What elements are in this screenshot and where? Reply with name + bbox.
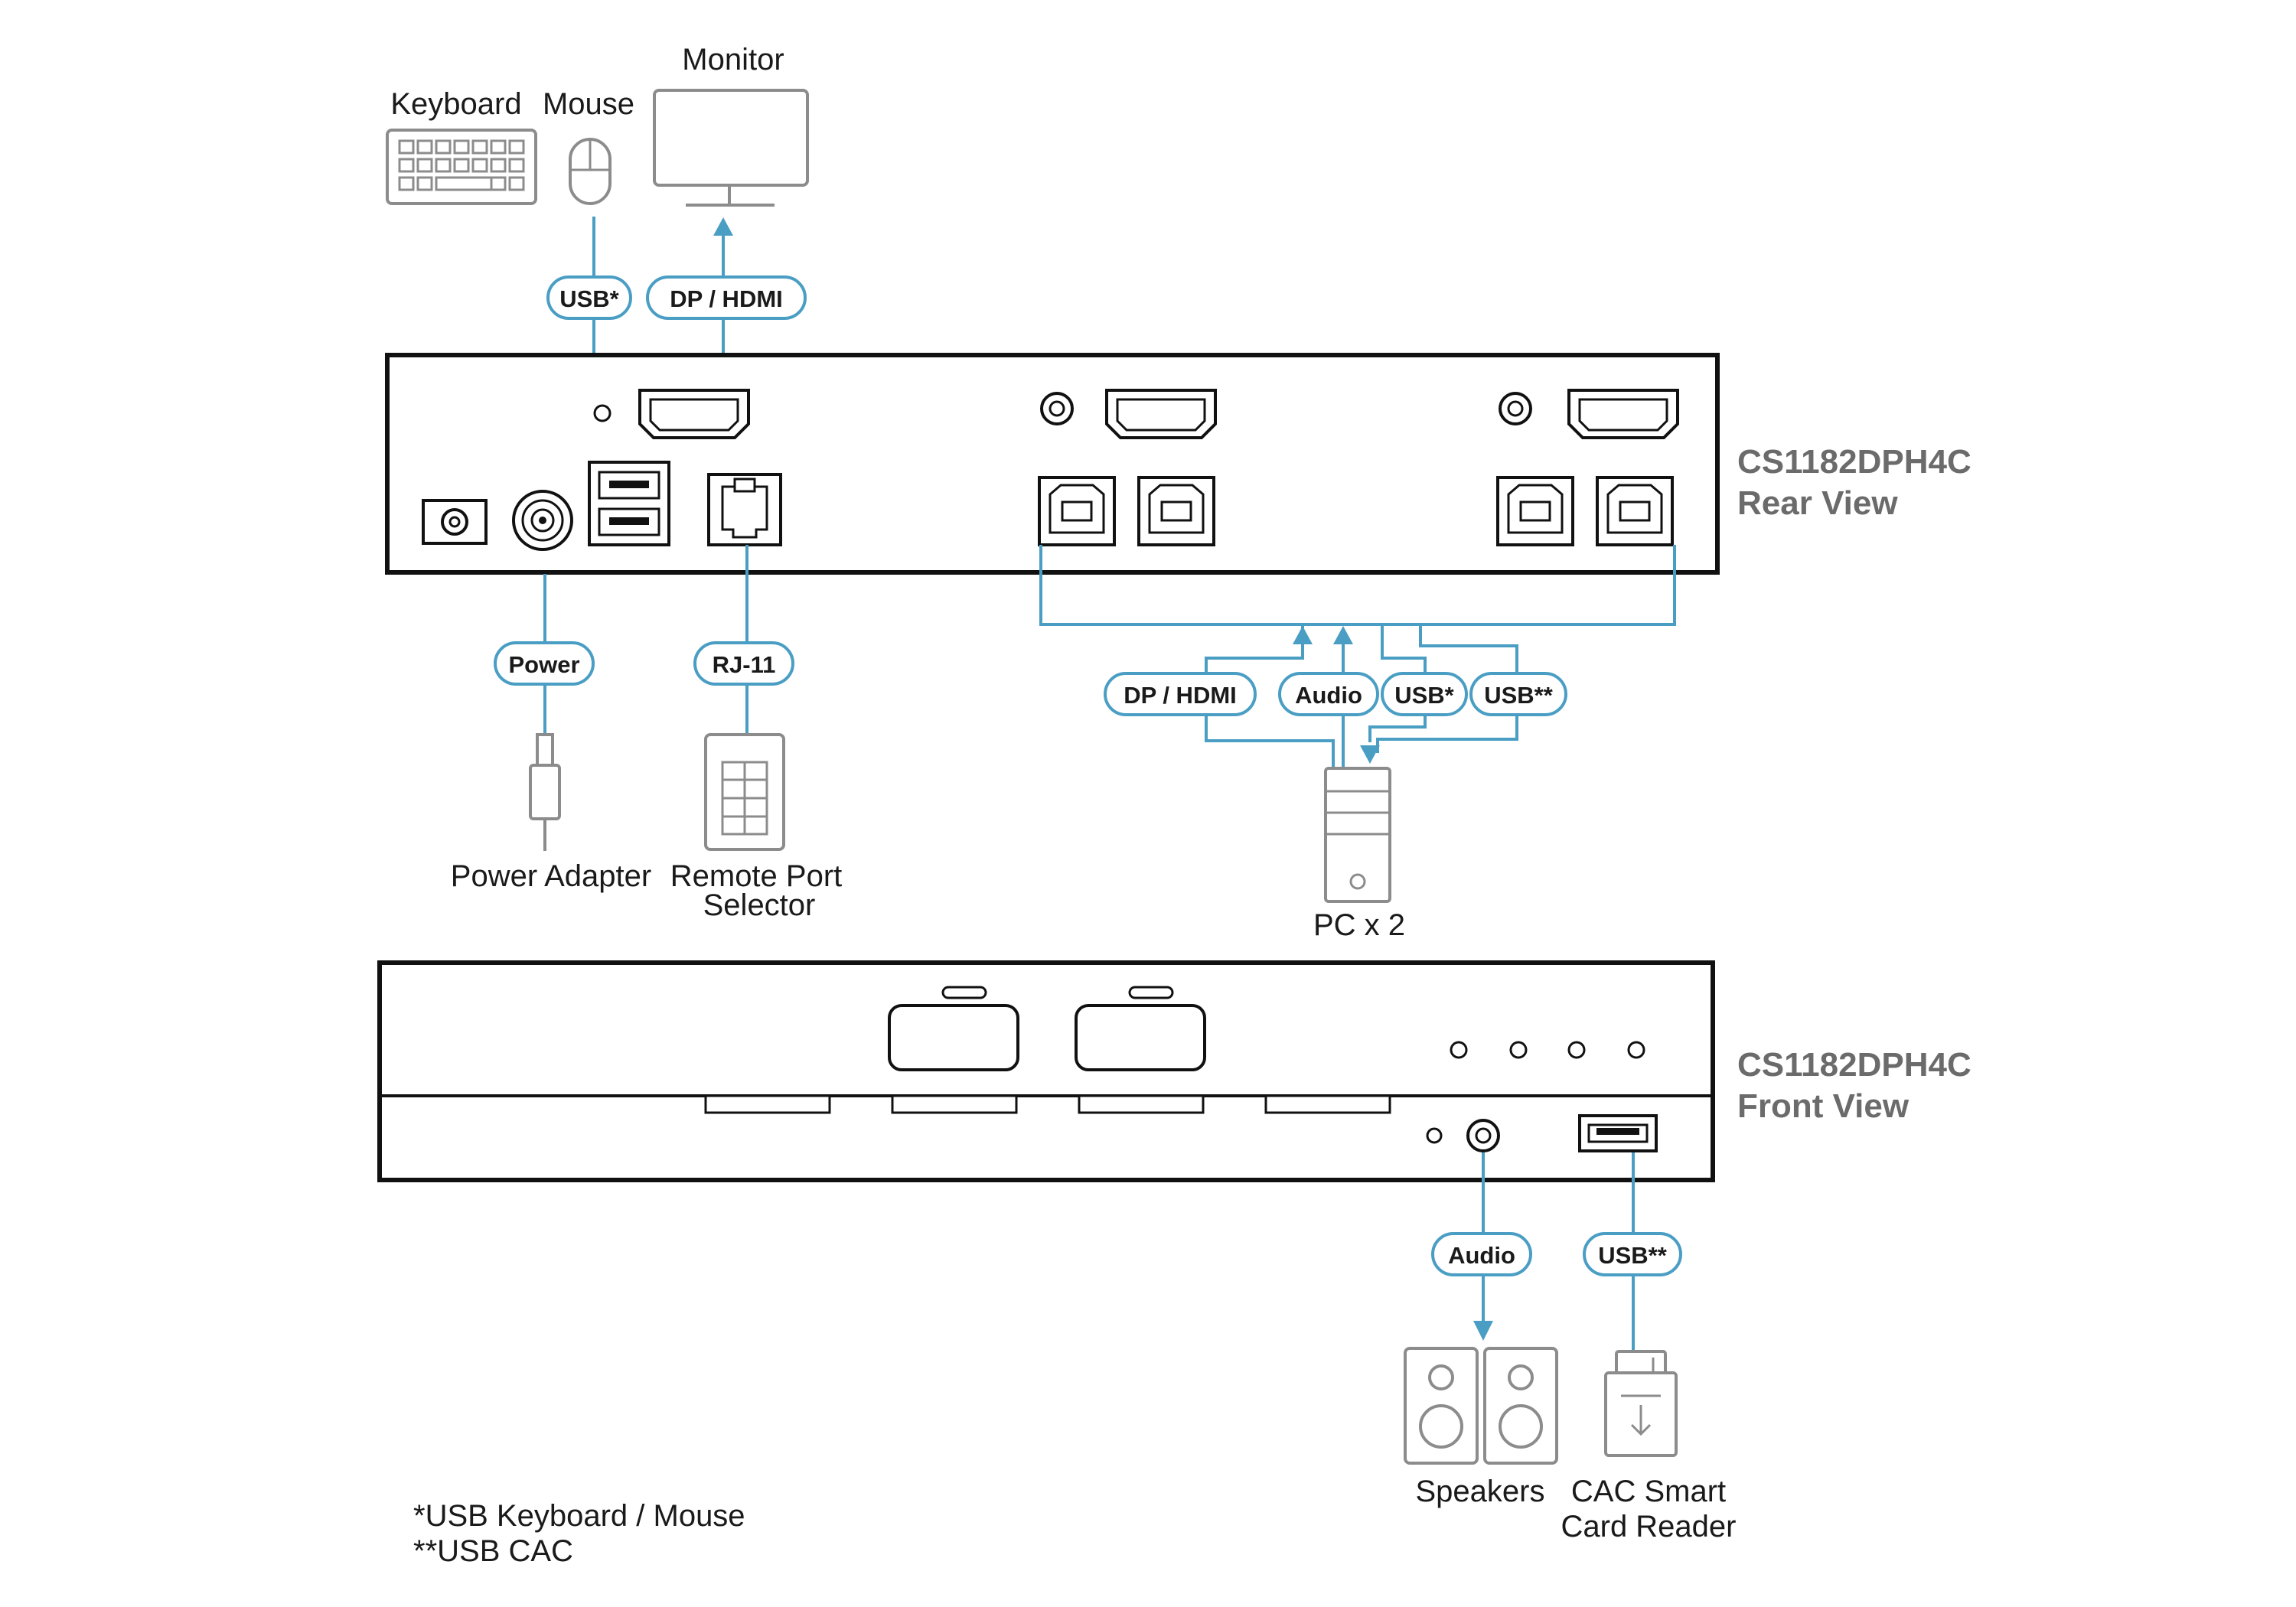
- pc-label: PC x 2: [1313, 908, 1405, 942]
- audio-front-pill: Audio: [1431, 1232, 1532, 1276]
- mouse-label: Mouse: [543, 87, 634, 121]
- front-view-model: CS1182DPH4C: [1737, 1046, 1971, 1084]
- dp-hdmi-top-pill: DP / HDMI: [646, 275, 807, 320]
- speakers-label: Speakers: [1416, 1475, 1545, 1508]
- front-led-3: [1567, 1041, 1586, 1059]
- usb-a-console-ports: [588, 461, 670, 546]
- cac-label-1: CAC Smart: [1571, 1475, 1726, 1508]
- pc2-usb-b-port-2: [1596, 476, 1674, 546]
- keyboard-device: [386, 129, 537, 205]
- front-view-unit: [377, 960, 1715, 1182]
- pc1-hdmi-port: [1105, 389, 1217, 439]
- front-tab-2: [891, 1094, 1018, 1114]
- power-adapter-device: [529, 733, 561, 851]
- usb-front-pill-label: USB**: [1598, 1242, 1668, 1269]
- rear-view-model: CS1182DPH4C: [1737, 443, 1971, 481]
- front-indicator: [1426, 1127, 1443, 1144]
- audio-front-pill-label: Audio: [1448, 1242, 1515, 1269]
- usb-cac-pc-pill-label: USB**: [1484, 682, 1554, 709]
- remote-port-selector-device: [704, 733, 785, 851]
- rj11-port: [707, 473, 782, 546]
- rear-view-title: Rear View: [1737, 484, 1898, 522]
- rj11-pill-label: RJ-11: [713, 651, 776, 678]
- pc1-usb-b-port-2: [1137, 476, 1215, 546]
- front-tab-3: [1078, 1094, 1205, 1114]
- front-tab-1: [704, 1094, 831, 1114]
- front-audio-jack: [1466, 1119, 1500, 1152]
- usb-kbm-pc-pill: USB*: [1381, 672, 1468, 716]
- front-usb-port: [1578, 1114, 1658, 1152]
- dc-jack: [512, 490, 573, 551]
- dp-hdmi-top-pill-label: DP / HDMI: [670, 285, 783, 312]
- pc2-audio-jack: [1499, 392, 1532, 425]
- rj11-pill: RJ-11: [693, 641, 794, 686]
- audio-front-arrow: [1473, 1321, 1493, 1341]
- usb-front-pill: USB**: [1583, 1232, 1682, 1276]
- speakers-device: [1404, 1347, 1558, 1465]
- pc1-usb-b-port-1: [1038, 476, 1116, 546]
- rear-indicator-1: [593, 404, 612, 422]
- monitor-label: Monitor: [682, 43, 784, 77]
- keyboard-label: Keyboard: [390, 87, 521, 121]
- usb-cac-pc-pill: USB**: [1469, 672, 1567, 716]
- remote-selector-label-2: Selector: [703, 888, 816, 922]
- power-socket: [422, 499, 488, 545]
- usb-kbm-pill: USB*: [546, 275, 632, 320]
- cac-label-2: Card Reader: [1561, 1510, 1736, 1543]
- front-led-4: [1627, 1041, 1645, 1059]
- pc2-usb-b-port-1: [1496, 476, 1574, 546]
- monitor-device: [653, 89, 809, 207]
- usb-pc-arrow: [1360, 745, 1380, 764]
- footnote-usb-cac: **USB CAC: [413, 1534, 573, 1568]
- usb-kbm-pc-pill-label: USB*: [1394, 682, 1454, 709]
- front-led-1: [1450, 1041, 1468, 1059]
- remote-selector-label-1: Remote Port: [670, 859, 843, 893]
- dp-hdmi-pc-pill-label: DP / HDMI: [1124, 682, 1237, 709]
- front-tab-4: [1264, 1094, 1391, 1114]
- pc1-audio-jack: [1040, 392, 1074, 425]
- port-button-1: [888, 986, 1019, 1071]
- pc-bundle-cable: [1039, 545, 1676, 626]
- cac-card-reader-device: [1604, 1350, 1678, 1457]
- footnote-usb-keyboard-mouse: *USB Keyboard / Mouse: [413, 1499, 745, 1533]
- dp-hdmi-pc-arrow: [1293, 626, 1313, 644]
- dp-hdmi-pc-pill: DP / HDMI: [1104, 672, 1257, 716]
- port-button-2: [1075, 986, 1206, 1071]
- audio-pc-pill: Audio: [1278, 672, 1379, 716]
- power-adapter-label: Power Adapter: [451, 859, 651, 893]
- mouse-device: [569, 138, 612, 205]
- usb-kbm-pill-label: USB*: [559, 285, 619, 312]
- pc-tower-device: [1324, 767, 1391, 903]
- front-led-2: [1509, 1041, 1528, 1059]
- power-pill-label: Power: [508, 651, 579, 678]
- dp-hdmi-monitor-arrow: [713, 217, 733, 236]
- audio-pc-arrow: [1333, 626, 1353, 644]
- hdmi-console-port: [638, 389, 750, 439]
- audio-pc-pill-label: Audio: [1295, 682, 1362, 709]
- front-view-title: Front View: [1737, 1087, 1910, 1125]
- power-pill: Power: [494, 641, 595, 686]
- pc2-hdmi-port: [1567, 389, 1679, 439]
